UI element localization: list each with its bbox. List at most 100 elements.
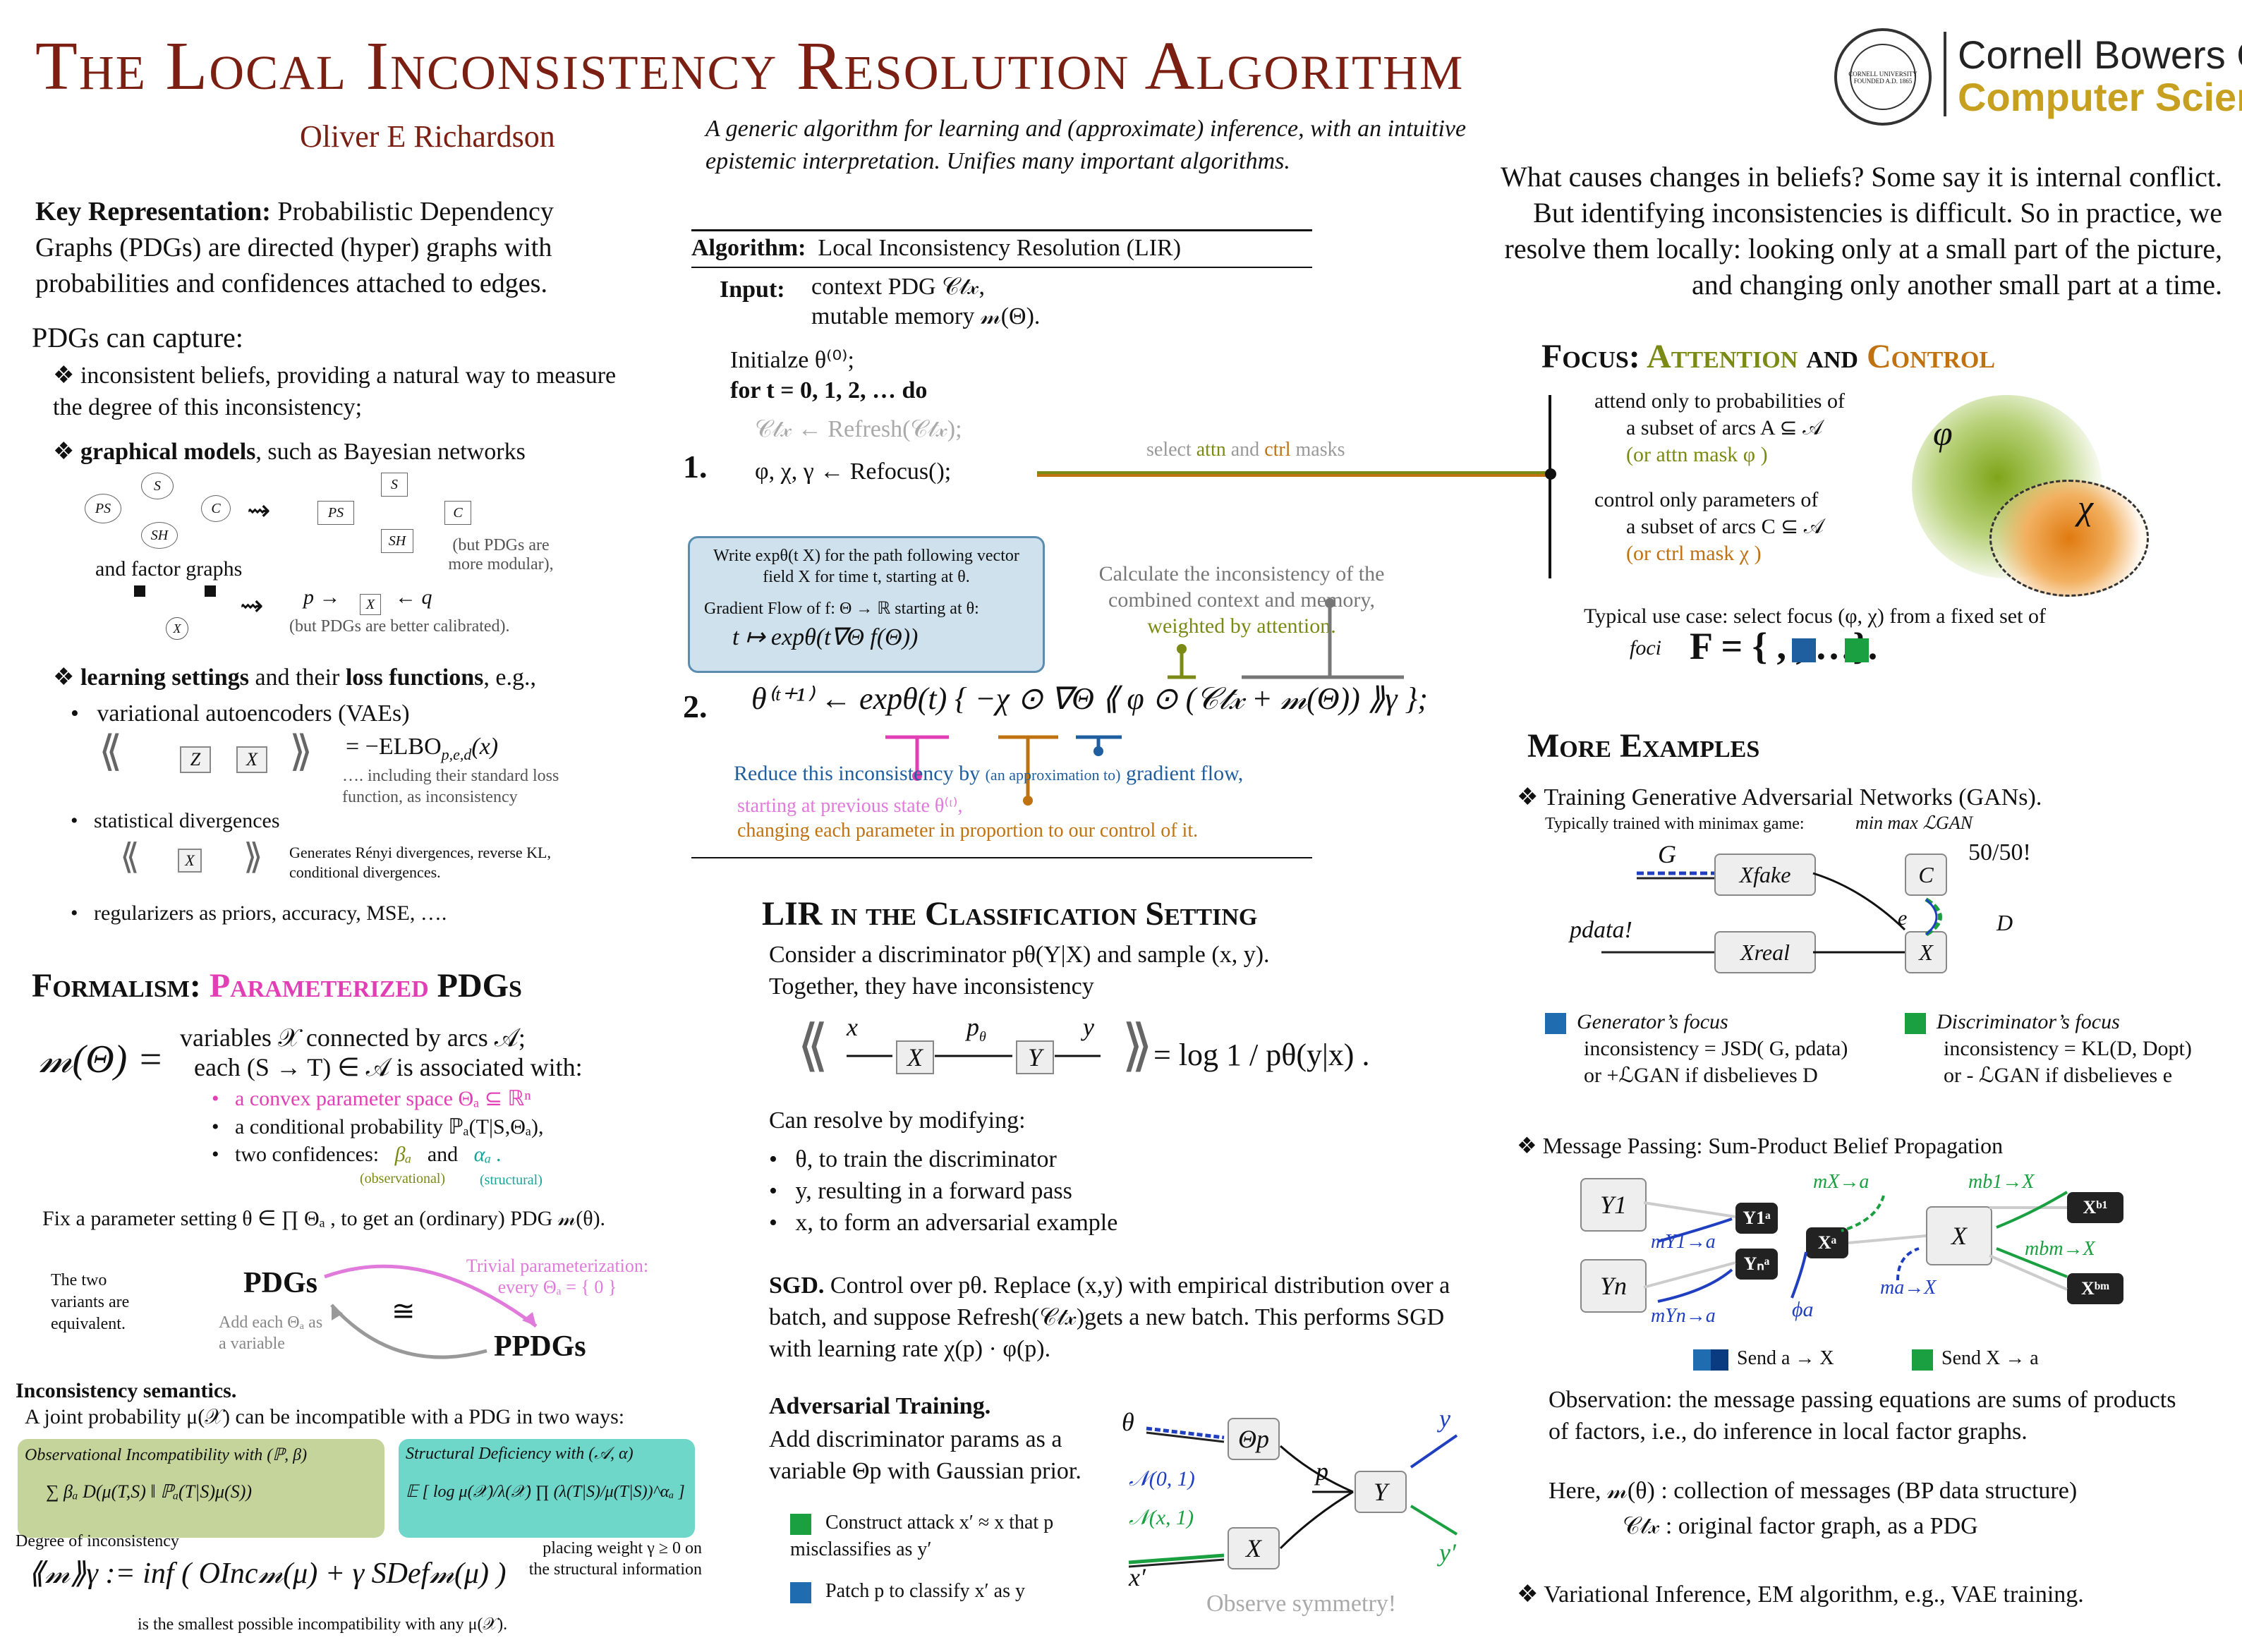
key-representation: Key Representation: Probabilistic Depend… bbox=[35, 197, 554, 298]
bn-node-s: S bbox=[141, 473, 174, 499]
bullet-learning-settings: ❖ learning settings and their loss funct… bbox=[53, 664, 536, 691]
x-node-gan: X bbox=[1905, 931, 1947, 973]
squiggle-arrow-icon: ⇝ bbox=[240, 590, 264, 621]
bullet-icon: ❖ bbox=[53, 363, 80, 389]
gan-title: ❖ Training Generative Adversarial Networ… bbox=[1517, 784, 2042, 810]
bullet-icon: ❖ bbox=[53, 664, 80, 691]
algorithm-header: Algorithm: Local Inconsistency Resolutio… bbox=[691, 235, 1182, 261]
tagline: A generic algorithm for learning and (ap… bbox=[705, 116, 1467, 174]
degree-label: Degree of inconsistency bbox=[16, 1532, 179, 1550]
sub-bullet-vae: • variational autoencoders (VAEs) bbox=[71, 700, 410, 727]
typical-use-case: Typical use case: select focus (φ, χ) fr… bbox=[1584, 605, 2046, 628]
structural-deficiency-box: Structural Deficiency with (𝒜, α) 𝔼 [ lo… bbox=[399, 1439, 695, 1538]
poster-title: The Local Inconsistency Resolution Algor… bbox=[35, 28, 1465, 104]
update-rule: θ⁽ᵗ⁺¹⁾ ← expθ(t) { −χ ⊙ ∇Θ ⟪ φ ⊙ (𝒞𝓉𝓍 + … bbox=[751, 681, 1428, 716]
sgd-paragraph: SGD. Control over pθ. Replace (x,y) with… bbox=[769, 1273, 1450, 1362]
can-resolve: Can resolve by modifying: bbox=[769, 1107, 1026, 1134]
divergence-diagram: ⟪ X ⟫ bbox=[120, 837, 263, 876]
trivial-parameterization-note: Trivial parameterization: every Θₐ = { 0… bbox=[466, 1256, 649, 1297]
bullet-icon: ❖ bbox=[1517, 784, 1544, 810]
pdg-node-ps: PS bbox=[317, 501, 354, 525]
here-line-1: Here, 𝓂(θ) : collection of messages (BP … bbox=[1549, 1478, 2078, 1504]
memory-lhs: 𝓂(Θ) = bbox=[39, 1038, 164, 1081]
bayes-net-diagram: PS S SH C ⇝ PS S SH C (but PDGs are more… bbox=[78, 469, 571, 573]
init-line: Initialze θ⁽⁰⁾; bbox=[730, 347, 854, 373]
bullet-icon: ❖ bbox=[1517, 1581, 1544, 1608]
formalism-item2: • a conditional probability ℙₐ(T|S,Θₐ), bbox=[212, 1115, 544, 1138]
pdgs-label: PDGs bbox=[243, 1267, 317, 1299]
degree-formula: ⟪𝓂⟫γ := inf ( OInc𝓂(μ) + γ SDef𝓂(μ) ) bbox=[28, 1557, 507, 1590]
adversarial-diagram: θ Θp 𝒩(0, 1) 𝒩(x, 1) X x′ p Y y y′ Obser… bbox=[1122, 1404, 1456, 1617]
refresh-line: 𝒞𝓉𝓍 ← Refresh(𝒞𝓉𝓍); bbox=[755, 416, 962, 442]
adversarial-heading: Adversarial Training. bbox=[769, 1393, 991, 1419]
factor-graph-diagram: X ⇝ X p → ← q bbox=[134, 585, 529, 642]
loop-line: for t = 0, 1, 2, … do bbox=[730, 377, 928, 403]
foci-label: foci bbox=[1630, 636, 1661, 660]
chi-label: χ bbox=[2078, 487, 2093, 527]
reduce-note-2: starting at previous state θ⁽ᵗ⁾, bbox=[737, 795, 963, 817]
select-masks-label: select attn and ctrl masks bbox=[1146, 439, 1345, 461]
send-a-to-x-legend: Send a → X bbox=[1693, 1347, 1834, 1371]
refocus-line: φ, χ, γ ← Refocus(); bbox=[755, 458, 952, 485]
control-text: control only parameters of a subset of a… bbox=[1594, 488, 1824, 565]
bn-node-c: C bbox=[201, 495, 231, 522]
reduce-note-3: changing each parameter in proportion to… bbox=[737, 820, 1199, 842]
pdg-node-sh: SH bbox=[381, 529, 413, 553]
observe-symmetry-note: Observe symmetry! bbox=[1206, 1591, 1397, 1617]
formalism-item1: • a convex parameter space Θₐ ⊆ ℝⁿ bbox=[212, 1087, 531, 1110]
xbm-node: Xᵇᵐ bbox=[2067, 1273, 2123, 1304]
gan-minimax: min max ℒGAN bbox=[1855, 813, 1973, 833]
factor-note: (but PDGs are better calibrated). bbox=[289, 617, 510, 636]
gan-diagram: G Xfake C 50/50! pdata! Xreal X D e bbox=[1566, 839, 2060, 988]
ppdgs-label: PPDGs bbox=[494, 1330, 586, 1363]
formalism-line1: variables 𝒳 connected by arcs 𝒜; bbox=[180, 1024, 526, 1052]
inconsistency-semantics-text: A joint probability μ(𝒳) can be incompat… bbox=[25, 1405, 625, 1428]
inconsistency-semantics-heading: Inconsistency semantics. bbox=[16, 1379, 237, 1402]
foci-green-square bbox=[1845, 638, 1869, 662]
y1a-node: Y1ᵃ bbox=[1735, 1203, 1778, 1234]
classification-p1: Consider a discriminator pθ(Y|X) and sam… bbox=[769, 942, 1270, 968]
congruence-symbol: ≅ bbox=[392, 1295, 416, 1327]
bn-node-ps: PS bbox=[85, 494, 121, 523]
resolve-item-x: • x, to form an adversarial example bbox=[769, 1210, 1118, 1236]
message-passing-diagram: Y1 Yn Y1ᵃ Yₙᵃ Xᵃ X Xᵇ¹ Xᵇᵐ mX→a mY1→a mY… bbox=[1573, 1171, 2159, 1340]
gan-subtitle: Typically trained with minimax game: bbox=[1545, 815, 1805, 833]
pdg-node-c: C bbox=[444, 501, 471, 525]
reduce-note-1: Reduce this inconsistency by (an approxi… bbox=[734, 762, 1244, 785]
classification-inconsistency-diagram: ⟪ x X pθ Y y ⟫ bbox=[797, 1013, 1153, 1077]
vae-diagram: ⟪ Z X ⟫ bbox=[99, 728, 313, 775]
input-line2: mutable memory 𝓂(Θ). bbox=[811, 303, 1041, 329]
yna-node: Yₙᵃ bbox=[1735, 1249, 1778, 1280]
cornell-bowers-logo-text: Cornell Bowers C·IS bbox=[1958, 32, 2242, 77]
phi-label: φ bbox=[1933, 413, 1953, 453]
discriminator-focus-legend: Discriminator’s focus inconsistency = KL… bbox=[1905, 1009, 2222, 1089]
control-blob bbox=[1989, 480, 2149, 597]
sub-bullet-regularizers: • regularizers as priors, accuracy, MSE,… bbox=[71, 901, 447, 925]
cornell-seal-logo: CORNELL UNIVERSITY FOUNDED A.D. 1865 bbox=[1834, 28, 1932, 126]
message-passing-title: ❖ Message Passing: Sum-Product Belief Pr… bbox=[1517, 1133, 2004, 1158]
two-variants-note: The two variants are equivalent. bbox=[51, 1271, 130, 1333]
xreal-node: Xreal bbox=[1714, 931, 1816, 973]
yn-node: Yn bbox=[1580, 1259, 1647, 1313]
select-masks-line bbox=[1037, 471, 1552, 477]
vae-note: …. including their standard loss functio… bbox=[342, 767, 559, 806]
factor-graphs-label: and factor graphs bbox=[95, 557, 243, 581]
structural-label: (structural) bbox=[480, 1172, 543, 1188]
capture-heading: PDGs can capture: bbox=[32, 322, 243, 353]
generator-focus-legend: Generator’s focus inconsistency = JSD( G… bbox=[1545, 1009, 1898, 1089]
input-line1: context PDG 𝒞𝓉𝓍, bbox=[811, 274, 985, 300]
bn-note: (but PDGs are more modular), bbox=[448, 536, 554, 573]
step-1-label: 1. bbox=[683, 449, 708, 485]
vae-equation: = −ELBOp,e,d(x) bbox=[346, 734, 499, 763]
classification-equation: = log 1 / pθ(y|x) . bbox=[1153, 1038, 1370, 1072]
construct-attack-item: Construct attack x′ ≈ x that p misclassi… bbox=[790, 1512, 1054, 1560]
resolve-item-y: • y, resulting in a forward pass bbox=[769, 1178, 1072, 1204]
xa-node: Xᵃ bbox=[1806, 1227, 1848, 1258]
observation-paragraph: Observation: the message passing equatio… bbox=[1549, 1387, 2176, 1445]
resolve-item-theta: • θ, to train the discriminator bbox=[769, 1146, 1057, 1172]
pdg-node-s: S bbox=[381, 473, 408, 497]
write-exp-box: Write expθ(t X) for the path following v… bbox=[688, 536, 1045, 673]
squiggle-arrow-icon: ⇝ bbox=[247, 494, 271, 526]
step-2-label: 2. bbox=[683, 688, 708, 724]
observational-label: (observational) bbox=[360, 1171, 446, 1186]
